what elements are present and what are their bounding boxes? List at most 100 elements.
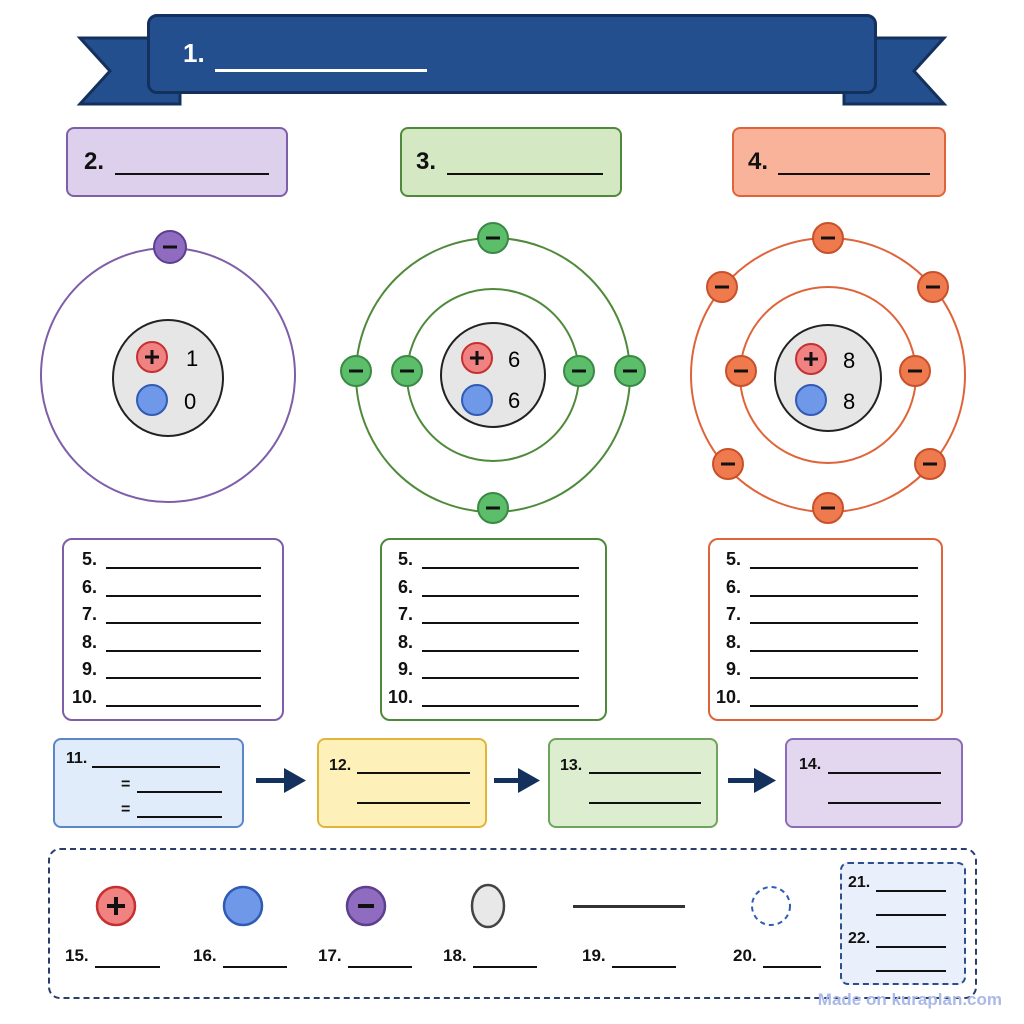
- electron-icon: [345, 885, 387, 927]
- watermark: Made on kuraplan.com: [817, 990, 1002, 1009]
- neutron-icon: [136, 384, 168, 416]
- header-hydrogen: [66, 127, 288, 197]
- question-number-carbon: 9.: [398, 659, 414, 680]
- question-answer-blank-carbon[interactable]: [422, 677, 579, 680]
- question-number-carbon: 10.: [388, 687, 414, 707]
- question-answer-blank-hydrogen[interactable]: [106, 622, 261, 625]
- legend-label-22: 22.: [848, 930, 871, 947]
- question-answer-blank-oxygen[interactable]: [750, 622, 918, 625]
- flow-box-14: [785, 738, 963, 828]
- legend-blank-16[interactable]: [223, 966, 287, 968]
- legend-blank-22b[interactable]: [876, 970, 946, 972]
- flow-blank-14b[interactable]: [828, 802, 941, 804]
- flow-blank-13a[interactable]: [589, 772, 701, 774]
- legend-label-15: 15.: [65, 946, 89, 965]
- flow-blank-12a[interactable]: [357, 772, 470, 774]
- question-answer-blank-carbon[interactable]: [422, 567, 579, 569]
- electron-icon: [153, 230, 187, 264]
- hydrogen-proton-count: 1: [186, 346, 198, 371]
- electron-icon: [712, 448, 744, 480]
- electron-icon: [899, 355, 931, 387]
- question-number-oxygen: 9.: [726, 659, 742, 680]
- hydrogen-neutron-count: 0: [184, 389, 196, 414]
- empty-shell-icon: [751, 886, 791, 926]
- flow-blank-11a[interactable]: [92, 766, 220, 768]
- header-blank-4[interactable]: [778, 173, 930, 175]
- electron-icon: [563, 355, 595, 387]
- electron-icon: [477, 492, 509, 524]
- legend-blank-20[interactable]: [763, 966, 821, 968]
- question-answer-blank-hydrogen[interactable]: [106, 594, 261, 597]
- legend-blank-15[interactable]: [95, 966, 160, 968]
- hydrogen-atom: 1 0: [40, 230, 296, 503]
- question-answer-blank-oxygen[interactable]: [750, 567, 918, 569]
- flow-number-14: 14.: [799, 756, 822, 773]
- question-answer-blank-hydrogen[interactable]: [106, 677, 261, 680]
- question-box-carbon: [380, 538, 607, 721]
- question-answer-blank-carbon[interactable]: [422, 705, 579, 707]
- carbon-proton-count: 6: [508, 347, 520, 372]
- legend-blank-18[interactable]: [473, 966, 537, 968]
- arrow-right-icon: [494, 768, 540, 793]
- question-number-oxygen: 6.: [726, 576, 742, 597]
- question-number-hydrogen: 9.: [82, 659, 98, 680]
- header-number-4: 4.: [748, 148, 769, 175]
- question-answer-blank-oxygen[interactable]: [750, 649, 918, 652]
- question-number-hydrogen: 10.: [72, 687, 98, 707]
- header-blank-2[interactable]: [115, 173, 269, 175]
- legend-blank-19[interactable]: [612, 966, 676, 968]
- hydrogen-nucleus: [112, 319, 224, 437]
- question-answer-blank-oxygen[interactable]: [750, 705, 918, 707]
- legend-blank-22a[interactable]: [876, 946, 946, 948]
- legend-icons: [95, 883, 791, 929]
- carbon-atom: 6 6: [340, 222, 646, 524]
- arrow-right-icon: [728, 768, 776, 793]
- header-oxygen: [732, 127, 946, 197]
- electron-icon: [477, 222, 509, 254]
- legend-label-18: 18.: [443, 946, 467, 965]
- flow-blank-11b[interactable]: [137, 791, 222, 793]
- neutron-icon: [222, 885, 264, 927]
- question-answer-blank-oxygen[interactable]: [750, 594, 918, 597]
- flow-box-11: [53, 738, 244, 828]
- legend-blank-21b[interactable]: [876, 914, 946, 916]
- title-banner: [147, 14, 877, 94]
- legend-label-19: 19.: [582, 946, 606, 965]
- flow-number-13: 13.: [560, 757, 583, 774]
- electron-icon: [706, 271, 738, 303]
- question-answer-blank-hydrogen[interactable]: [106, 649, 261, 652]
- legend-label-20: 20.: [733, 946, 757, 965]
- legend-label-17: 17.: [318, 946, 342, 965]
- question-answer-blank-hydrogen[interactable]: [106, 567, 261, 569]
- flow-box-12: [317, 738, 487, 828]
- flow-eq-11b: =: [121, 801, 131, 818]
- flow-blank-13b[interactable]: [589, 802, 701, 804]
- flow-box-13: [548, 738, 718, 828]
- legend-blank-17[interactable]: [348, 966, 412, 968]
- proton-icon: [461, 342, 493, 374]
- header-number-3: 3.: [416, 148, 437, 175]
- question-answer-blank-hydrogen[interactable]: [106, 705, 261, 707]
- electron-icon: [917, 271, 949, 303]
- electron-icon: [614, 355, 646, 387]
- title-answer-blank[interactable]: [215, 69, 427, 72]
- legend-box: [48, 848, 977, 999]
- legend-blank-21a[interactable]: [876, 890, 946, 892]
- question-answer-blank-carbon[interactable]: [422, 594, 579, 597]
- question-answer-blank-carbon[interactable]: [422, 649, 579, 652]
- flow-blank-14a[interactable]: [828, 772, 941, 774]
- oxygen-neutron-count: 8: [843, 389, 855, 414]
- question-answer-blank-oxygen[interactable]: [750, 677, 918, 680]
- flow-blank-11c[interactable]: [137, 816, 222, 818]
- legend-label-21: 21.: [848, 874, 871, 891]
- question-number-oxygen: 7.: [726, 604, 742, 625]
- legend-extra-box: [840, 862, 966, 985]
- header-blank-3[interactable]: [447, 173, 603, 175]
- neutron-icon: [461, 384, 493, 416]
- flow-eq-11a: =: [121, 776, 131, 793]
- carbon-nucleus: [440, 322, 546, 428]
- oxygen-atom: 8 8: [690, 222, 966, 524]
- flow-blank-12b[interactable]: [357, 802, 470, 804]
- question-number-carbon: 7.: [398, 604, 414, 625]
- question-answer-blank-carbon[interactable]: [422, 622, 579, 625]
